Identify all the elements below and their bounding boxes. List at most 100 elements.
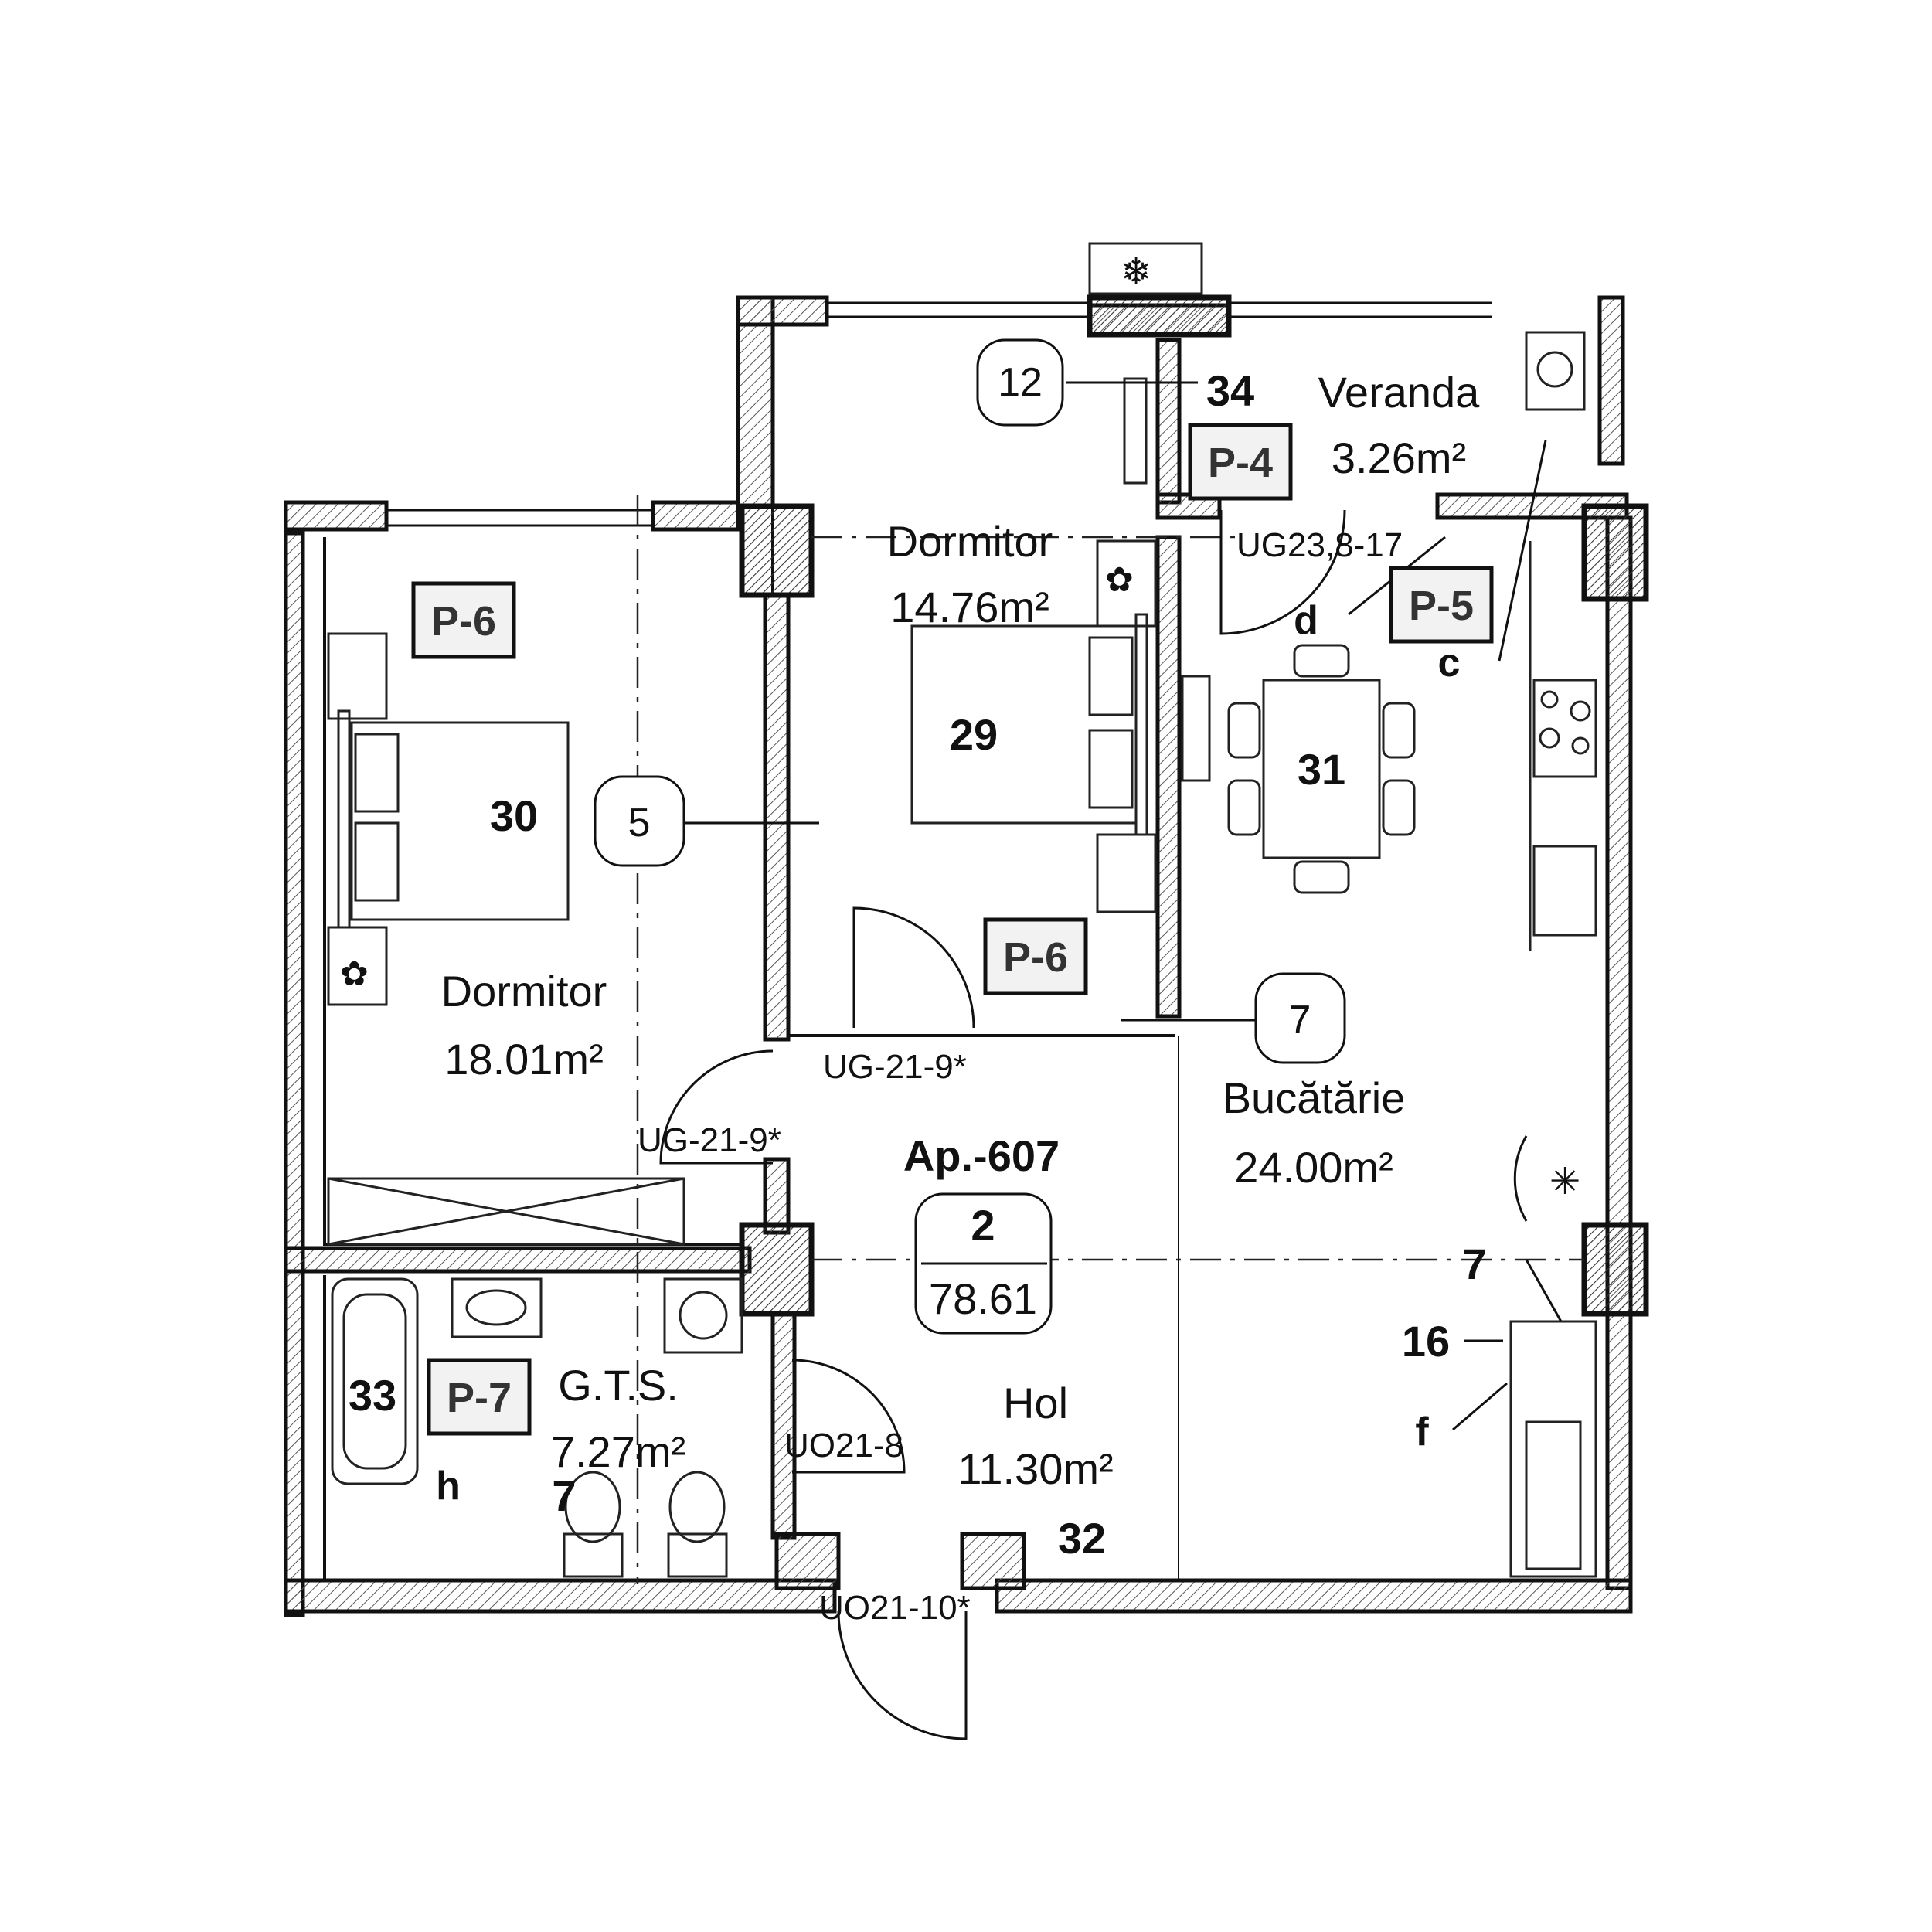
- wardrobe-left: [327, 1177, 685, 1246]
- letter-c: c: [1438, 641, 1461, 685]
- leader-lines: [684, 381, 1563, 1431]
- asterisk-icon: ✳: [1549, 1162, 1580, 1202]
- item-number-33: 33: [349, 1371, 396, 1420]
- leader-f: [1452, 1382, 1508, 1431]
- bed-top: [910, 624, 1138, 825]
- door-label-uo21-10: UO21-10*: [819, 1589, 971, 1627]
- door-veranda: [1219, 509, 1346, 635]
- flower-icon: ✿: [340, 955, 369, 993]
- leader-c: [1498, 440, 1547, 662]
- wall-top-a: [736, 295, 829, 327]
- toilet-2-bowl: [668, 1471, 726, 1543]
- ac-unit: [1088, 242, 1203, 295]
- circle-mark-12-frame: [976, 338, 1064, 427]
- panel-tag-p6-left: P-6: [431, 598, 496, 645]
- washing-machine-drum: [679, 1291, 728, 1340]
- circle-marks: [594, 338, 1346, 1335]
- columns: [739, 294, 1649, 1317]
- door-label-ug21-top: UG-21-9*: [823, 1048, 967, 1086]
- nightstand-left-top: [327, 632, 388, 720]
- wall-entry-right: [960, 1532, 1026, 1590]
- panel-tag-p7: P-7: [447, 1375, 512, 1421]
- kitchen-sink: [1532, 845, 1597, 937]
- door-left-bedroom: [659, 1049, 774, 1165]
- room-area-hall: 11.30m²: [957, 1444, 1113, 1493]
- toilet-1-bowl: [564, 1471, 621, 1543]
- panel-tag-p4-frame: [1188, 423, 1293, 501]
- door-label-uo21-8: UO21-8: [784, 1427, 903, 1464]
- item-number-29: 29: [950, 710, 998, 759]
- apartment-id: Ap.-607: [903, 1131, 1060, 1180]
- burner-1: [1540, 690, 1559, 709]
- windows: [386, 301, 1492, 527]
- circle-mark-5-frame: [594, 775, 685, 867]
- item-number-31: 31: [1298, 745, 1345, 794]
- panel-tag-p6-mid-frame: [983, 917, 1088, 995]
- letter-f: f: [1415, 1410, 1429, 1454]
- room-area-kitchen: 24.00m²: [1234, 1143, 1393, 1192]
- column-1: [739, 503, 815, 598]
- circle-mark-5: 5: [628, 801, 651, 845]
- column-4: [1581, 1222, 1649, 1317]
- snowflake-icon: ❄: [1121, 252, 1151, 293]
- item-number-16: 16: [1402, 1317, 1450, 1366]
- wall-top-left-b: [651, 500, 740, 532]
- room-name-bedroom-left: Dormitor: [441, 967, 607, 1015]
- room-name-veranda: Veranda: [1318, 368, 1480, 417]
- item-number-34: 34: [1206, 366, 1254, 415]
- column-2: [739, 1222, 815, 1317]
- item-number-30: 30: [490, 791, 538, 840]
- wall-entry-left: [774, 1532, 841, 1590]
- veranda-heater: [1525, 331, 1586, 411]
- room-name-kitchen: Bucătărie: [1223, 1073, 1406, 1122]
- door-kitchen-closet: [1513, 1135, 1528, 1222]
- wall-bath-hall: [770, 1311, 797, 1540]
- apartment-total-area: 78.61: [929, 1274, 1037, 1323]
- boiler-inner: [1525, 1420, 1582, 1570]
- wall-partition-bedrooms-lower: [763, 1157, 791, 1235]
- wall-bottom-left: [284, 1578, 837, 1614]
- room-name-bathroom: G.T.S.: [558, 1361, 679, 1410]
- bath-sink: [451, 1277, 543, 1338]
- chair-6: [1293, 860, 1350, 894]
- door-label-ug21-left: UG-21-9*: [638, 1121, 781, 1159]
- item-number-32: 32: [1058, 1514, 1106, 1563]
- nightstand-top: [1096, 539, 1157, 628]
- nightstand-left-bottom: [327, 926, 388, 1006]
- door-entry: [837, 1611, 968, 1740]
- chair-3: [1382, 702, 1416, 759]
- door-bathroom: [791, 1359, 906, 1474]
- headboard-left: [337, 709, 351, 929]
- bed-top-pillow-1: [1088, 636, 1134, 716]
- headboard-top: [1134, 613, 1148, 836]
- toilet-1-tank: [563, 1532, 624, 1578]
- bath-sink-bowl: [465, 1289, 527, 1326]
- wall-veranda-right: [1597, 295, 1625, 466]
- washing-machine: [663, 1277, 743, 1354]
- panel-tag-p5-frame: [1389, 566, 1494, 644]
- boiler: [1509, 1320, 1597, 1578]
- chair-5: [1293, 644, 1350, 678]
- room-area-veranda: 3.26m²: [1332, 434, 1466, 482]
- column-3: [1581, 503, 1649, 602]
- wall-left-outer: [284, 531, 305, 1617]
- nightstand-top-bottom: [1096, 833, 1157, 913]
- radiator-kitchen: [1181, 675, 1211, 782]
- bed-left-pillow-2: [354, 821, 400, 902]
- chair-2: [1227, 779, 1261, 836]
- panel-tag-p4: P-4: [1208, 440, 1273, 486]
- apartment-rooms-count: 2: [971, 1201, 995, 1250]
- wall-top-left-a: [284, 500, 389, 532]
- panel-tags: [411, 423, 1494, 1436]
- wall-veranda-left: [1155, 338, 1182, 505]
- leader-7b: [1525, 1259, 1563, 1322]
- panel-tag-p5: P-5: [1409, 583, 1474, 629]
- room-area-bathroom: 7.27m²: [551, 1427, 685, 1476]
- stove: [1532, 679, 1597, 778]
- circle-mark-7-frame: [1254, 972, 1346, 1064]
- bed-left-pillow-1: [354, 733, 400, 813]
- doors: [659, 509, 1528, 1740]
- wall-right-outer: [1605, 515, 1633, 1590]
- item-number-7-kitchen: 7: [1462, 1240, 1486, 1288]
